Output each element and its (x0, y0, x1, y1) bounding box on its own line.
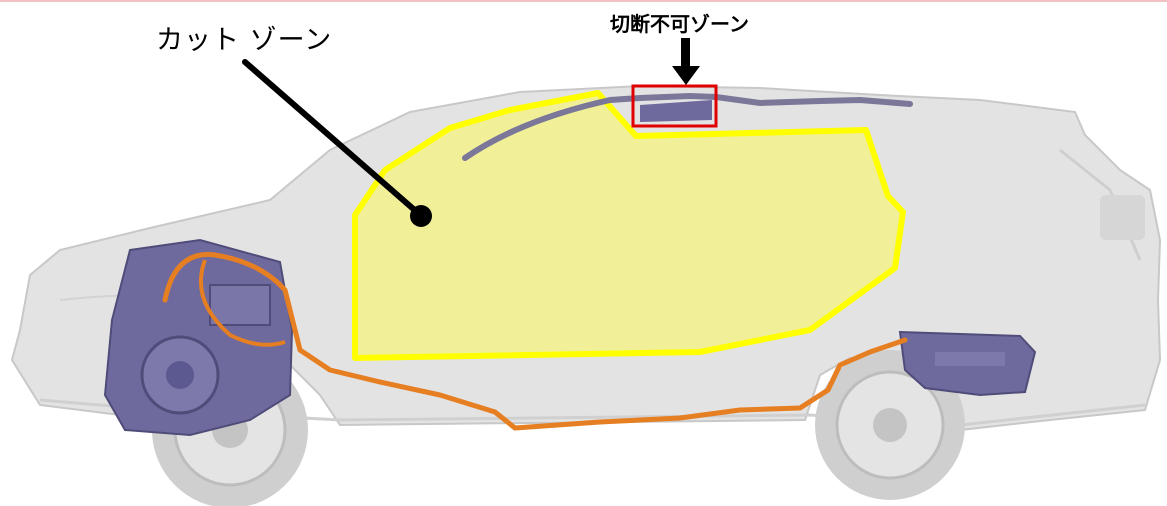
taillight (1100, 195, 1145, 240)
down-arrow-icon (672, 38, 700, 85)
hv-harness-branch (198, 259, 286, 347)
no-cut-zone-box (631, 84, 718, 128)
roof-connector (640, 100, 712, 122)
cut-zone-label: カット ゾーン (156, 25, 333, 56)
roof-harness (462, 92, 913, 161)
cut-zone-area (352, 90, 906, 361)
no-cut-zone-label: 切断不可ゾーン (610, 12, 749, 36)
hv-harness (162, 252, 908, 431)
cut-zone-marker-dot (410, 205, 432, 227)
cut-zone-leader-line (242, 59, 421, 216)
rear-battery (898, 330, 1037, 397)
top-border (0, 0, 1167, 2)
power-unit (103, 238, 294, 437)
